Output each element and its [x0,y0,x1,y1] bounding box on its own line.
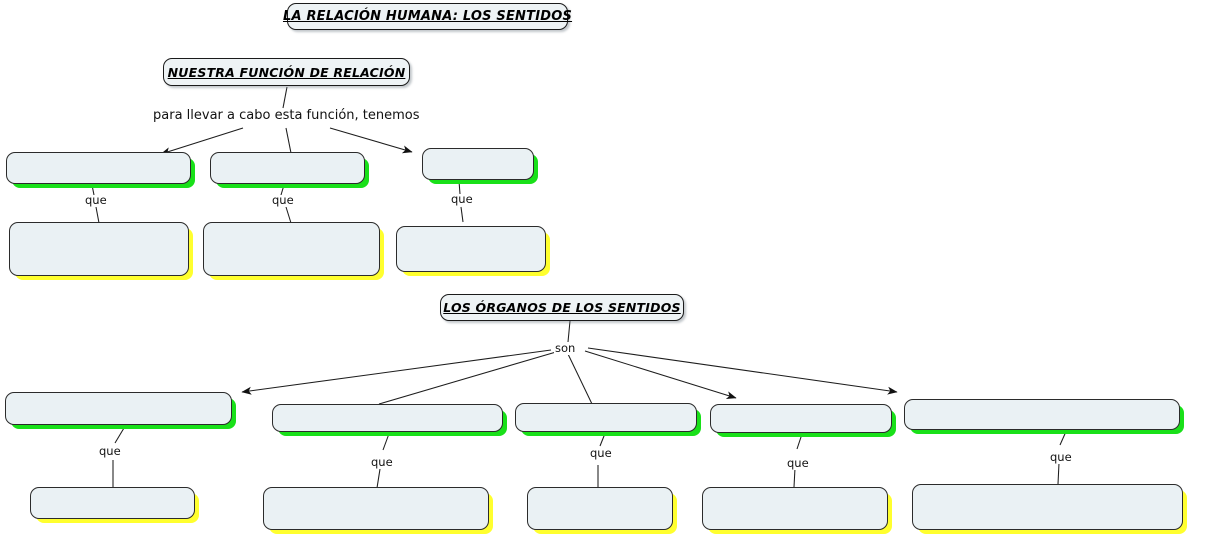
answer-box-l5[interactable] [904,399,1180,430]
link-label-que-u2: que [271,193,295,207]
answer-box-u2[interactable] [210,152,365,184]
answer-box-l4[interactable] [710,404,892,433]
wire-l3-que-a [599,430,607,447]
wire-l2-que-b [376,468,381,489]
wire-u2-que-b [285,206,292,224]
title-funcion-label: NUESTRA FUNCIÓN DE RELACIÓN [167,64,406,80]
wire-t3-to-son [567,320,571,343]
answer-box-u3[interactable] [422,148,534,180]
wire-son-to-l5 [587,347,898,395]
wire-son-to-l2 [378,351,557,405]
wire-son-to-l3 [567,353,593,405]
detail-box-l4[interactable] [702,487,888,530]
answer-box-l2[interactable] [272,404,503,432]
wire-phrase-to-u3 [329,127,413,154]
detail-box-l3[interactable] [527,487,673,530]
wire-phrase-to-u2 [285,127,292,154]
wire-l5-que-b [1057,462,1060,485]
link-label-que-l4: que [786,456,810,470]
wire-u2-que-a [280,184,285,196]
detail-box-u1[interactable] [9,222,189,276]
link-label-que-l3: que [589,446,613,460]
wire-son-to-l1 [241,349,552,395]
link-label-que-l5: que [1049,450,1073,464]
answer-box-l1[interactable] [5,392,232,425]
detail-box-l1[interactable] [30,487,195,519]
detail-box-u2[interactable] [203,222,380,276]
title-box-main: LA RELACIÓN HUMANA: LOS SENTIDOS [283,3,572,30]
detail-box-l2[interactable] [263,487,489,530]
title-box-organos-sentidos: LOS ÓRGANOS DE LOS SENTIDOS [440,294,684,321]
link-label-que-u1: que [84,193,108,207]
answer-box-u1[interactable] [6,152,191,184]
link-label-que-l1: que [98,444,122,458]
detail-box-u3[interactable] [396,226,546,272]
link-label-phrase: para llevar a cabo esta función, tenemos [152,108,421,123]
wire-l1-que-a [114,427,125,444]
link-label-son: son [554,341,577,355]
wire-u1-que-b [95,206,100,224]
title-organos-label: LOS ÓRGANOS DE LOS SENTIDOS [443,300,681,315]
title-main-label: LA RELACIÓN HUMANA: LOS SENTIDOS [282,9,573,24]
wire-l4-que-a [796,430,804,450]
wire-l4-que-b [793,467,796,488]
wire-l2-que-a [382,430,391,451]
wire-l5-que-a [1059,426,1069,446]
wire-phrase-to-u1 [160,127,244,155]
wire-u1-que-a [91,184,95,196]
link-label-que-l2: que [370,455,394,469]
wire-son-to-l4 [584,350,737,400]
detail-box-l5[interactable] [912,484,1183,530]
wire-t2-to-phrase [282,86,288,109]
link-label-que-u3: que [450,192,474,206]
answer-box-l3[interactable] [515,403,697,432]
wire-u3-que-a [458,180,461,195]
wire-u3-que-b [460,206,464,223]
title-box-funcion-relacion: NUESTRA FUNCIÓN DE RELACIÓN [163,58,410,86]
